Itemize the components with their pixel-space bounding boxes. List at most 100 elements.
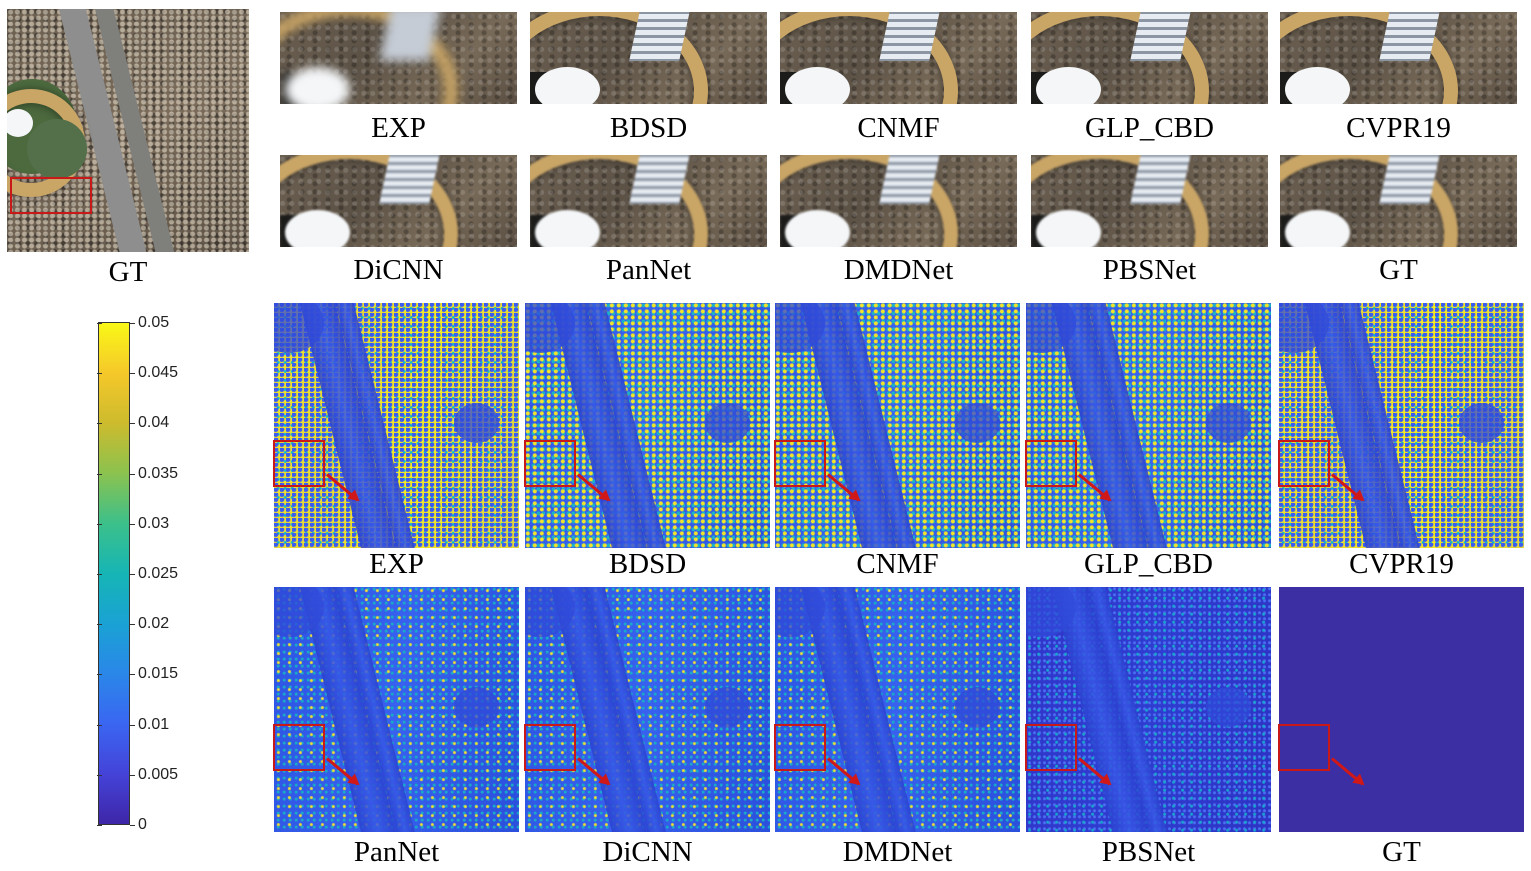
highlight-box bbox=[774, 724, 826, 771]
colorbar-tick-label: 0.005 bbox=[138, 766, 179, 783]
colorbar-tick-mark bbox=[130, 674, 135, 675]
crop-image bbox=[780, 155, 1017, 247]
error-map-caption: CVPR19 bbox=[1349, 548, 1454, 580]
colorbar-tick-mark bbox=[130, 524, 135, 525]
error-map bbox=[525, 303, 770, 548]
crop-content bbox=[530, 12, 767, 104]
colorbar-tick-mark bbox=[97, 775, 102, 776]
crop-caption: DiCNN bbox=[353, 254, 444, 286]
colorbar-tick-mark bbox=[97, 825, 102, 826]
error-map bbox=[1026, 587, 1271, 832]
error-map bbox=[775, 303, 1020, 548]
highlight-box bbox=[1278, 440, 1330, 487]
colorbar-tick-label: 0.045 bbox=[138, 364, 179, 381]
crop-content bbox=[280, 155, 517, 247]
crop-caption: GT bbox=[1379, 254, 1418, 286]
low-error-region bbox=[454, 403, 499, 443]
error-map-caption: CNMF bbox=[856, 548, 939, 580]
colorbar-tick-mark bbox=[130, 373, 135, 374]
crop-caption: BDSD bbox=[609, 112, 688, 144]
crop-image bbox=[1280, 155, 1517, 247]
crop-content bbox=[530, 155, 767, 247]
colorbar-tick-mark bbox=[130, 624, 135, 625]
crop-content bbox=[780, 12, 1017, 104]
error-map bbox=[1026, 303, 1271, 548]
low-error-region bbox=[454, 687, 499, 727]
crop-image bbox=[1031, 12, 1268, 104]
error-map-caption: EXP bbox=[369, 548, 424, 580]
crop-content bbox=[1031, 12, 1268, 104]
highlight-box bbox=[1278, 724, 1330, 771]
colorbar-tick-label: 0.03 bbox=[138, 515, 170, 532]
low-error-region bbox=[955, 403, 1000, 443]
colorbar-tick-mark bbox=[130, 574, 135, 575]
colorbar-tick-mark bbox=[97, 574, 102, 575]
highlight-box bbox=[774, 440, 826, 487]
low-error-region bbox=[1206, 403, 1251, 443]
colorbar-tick-label: 0.02 bbox=[138, 615, 170, 632]
colorbar-tick-mark bbox=[130, 474, 135, 475]
crop-content bbox=[280, 12, 517, 104]
colorbar-tick-mark bbox=[97, 524, 102, 525]
colorbar-tick-mark bbox=[97, 474, 102, 475]
crop-content bbox=[780, 155, 1017, 247]
colorbar-tick-label: 0.01 bbox=[138, 716, 170, 733]
crop-caption: PanNet bbox=[605, 254, 692, 286]
crop-image bbox=[280, 12, 517, 104]
white-pad bbox=[1285, 67, 1350, 104]
white-pad bbox=[535, 67, 600, 104]
colorbar-tick-mark bbox=[130, 725, 135, 726]
error-map-caption: PanNet bbox=[353, 836, 440, 868]
colorbar-tick-mark bbox=[130, 775, 135, 776]
white-pad bbox=[1036, 67, 1101, 104]
crop-image bbox=[530, 12, 767, 104]
colorbar-tick-mark bbox=[97, 624, 102, 625]
low-error-region bbox=[1459, 403, 1504, 443]
highlight-box bbox=[273, 724, 325, 771]
low-error-region bbox=[705, 687, 750, 727]
colorbar-tick-mark bbox=[130, 323, 135, 324]
crop-image bbox=[780, 12, 1017, 104]
colorbar-tick-label: 0.035 bbox=[138, 465, 179, 482]
error-map-caption: GT bbox=[1382, 836, 1421, 868]
highlight-box bbox=[524, 440, 576, 487]
crop-content bbox=[1280, 12, 1517, 104]
colorbar-tick-mark bbox=[97, 373, 102, 374]
crop-caption: CVPR19 bbox=[1346, 112, 1451, 144]
white-pad bbox=[285, 67, 350, 104]
crop-caption: GLP_CBD bbox=[1085, 112, 1214, 144]
colorbar-tick-label: 0.015 bbox=[138, 665, 179, 682]
white-pad bbox=[1036, 210, 1101, 247]
crop-caption: CNMF bbox=[857, 112, 940, 144]
highlight-box bbox=[273, 440, 325, 487]
error-map-caption: PBSNet bbox=[1101, 836, 1196, 868]
error-map bbox=[274, 587, 519, 832]
colorbar-tick-label: 0 bbox=[138, 816, 147, 833]
low-error-region bbox=[705, 403, 750, 443]
colorbar-tick-label: 0.05 bbox=[138, 314, 170, 331]
crop-caption: EXP bbox=[371, 112, 426, 144]
highlight-box bbox=[10, 177, 92, 214]
gt-overview-image bbox=[7, 9, 249, 252]
error-map bbox=[775, 587, 1020, 832]
highlight-box bbox=[524, 724, 576, 771]
crop-content bbox=[1280, 155, 1517, 247]
low-error-region bbox=[955, 687, 1000, 727]
colorbar-tick-mark bbox=[97, 423, 102, 424]
colorbar-tick-mark bbox=[97, 725, 102, 726]
crop-image bbox=[530, 155, 767, 247]
white-pad bbox=[285, 210, 350, 247]
highlight-box bbox=[1025, 724, 1077, 771]
crop-image bbox=[1280, 12, 1517, 104]
error-map bbox=[1279, 587, 1524, 832]
white-pad bbox=[785, 210, 850, 247]
error-map-caption: GLP_CBD bbox=[1084, 548, 1213, 580]
colorbar-tick-label: 0.04 bbox=[138, 414, 170, 431]
white-pad bbox=[535, 210, 600, 247]
error-map-caption: DMDNet bbox=[842, 836, 953, 868]
crop-content bbox=[1031, 155, 1268, 247]
white-pad bbox=[785, 67, 850, 104]
colorbar-tick-mark bbox=[130, 423, 135, 424]
white-pad bbox=[1285, 210, 1350, 247]
error-map-caption: BDSD bbox=[608, 548, 687, 580]
